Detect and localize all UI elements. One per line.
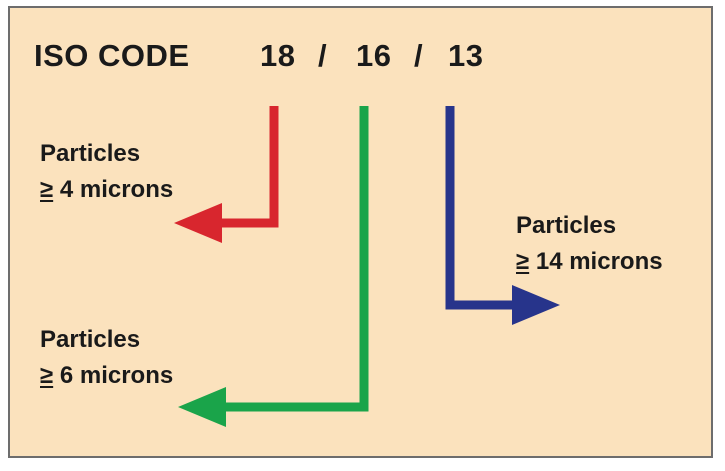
code-value-4-micron: 18 (260, 38, 296, 73)
annotation-title: Particles (516, 212, 617, 239)
annotation-size-row: ≥ 4 microns (40, 172, 173, 208)
ge-symbol: ≥ (516, 248, 530, 275)
green-arrow (178, 106, 369, 427)
code-value-14-micron: 13 (448, 38, 484, 73)
ge-symbol: ≥ (40, 176, 54, 203)
connector-arrows (174, 106, 560, 427)
red-arrow (174, 106, 279, 243)
ge-symbol: ≥ (40, 362, 54, 389)
annotation-6-micron: Particles ≥ 6 microns (40, 322, 173, 394)
annotation-title: Particles (40, 140, 141, 167)
iso-code-diagram: ISO CODE 18 / 16 / 13 Particles ≥ 4 micr… (8, 6, 713, 458)
annotation-size: 6 microns (59, 362, 174, 389)
annotation-size-row: ≥ 6 microns (40, 358, 173, 394)
annotation-size: 4 microns (59, 176, 174, 203)
iso-code-label: ISO CODE (34, 38, 190, 73)
annotation-title: Particles (40, 326, 141, 353)
annotation-size-row: ≥ 14 microns (516, 244, 663, 280)
code-separator: / (414, 38, 424, 73)
blue-arrow (445, 106, 560, 325)
code-value-6-micron: 16 (356, 38, 392, 73)
code-separator: / (318, 38, 328, 73)
annotation-4-micron: Particles ≥ 4 microns (40, 136, 173, 208)
annotation-14-micron: Particles ≥ 14 microns (516, 208, 663, 280)
annotation-size: 14 microns (535, 248, 663, 275)
